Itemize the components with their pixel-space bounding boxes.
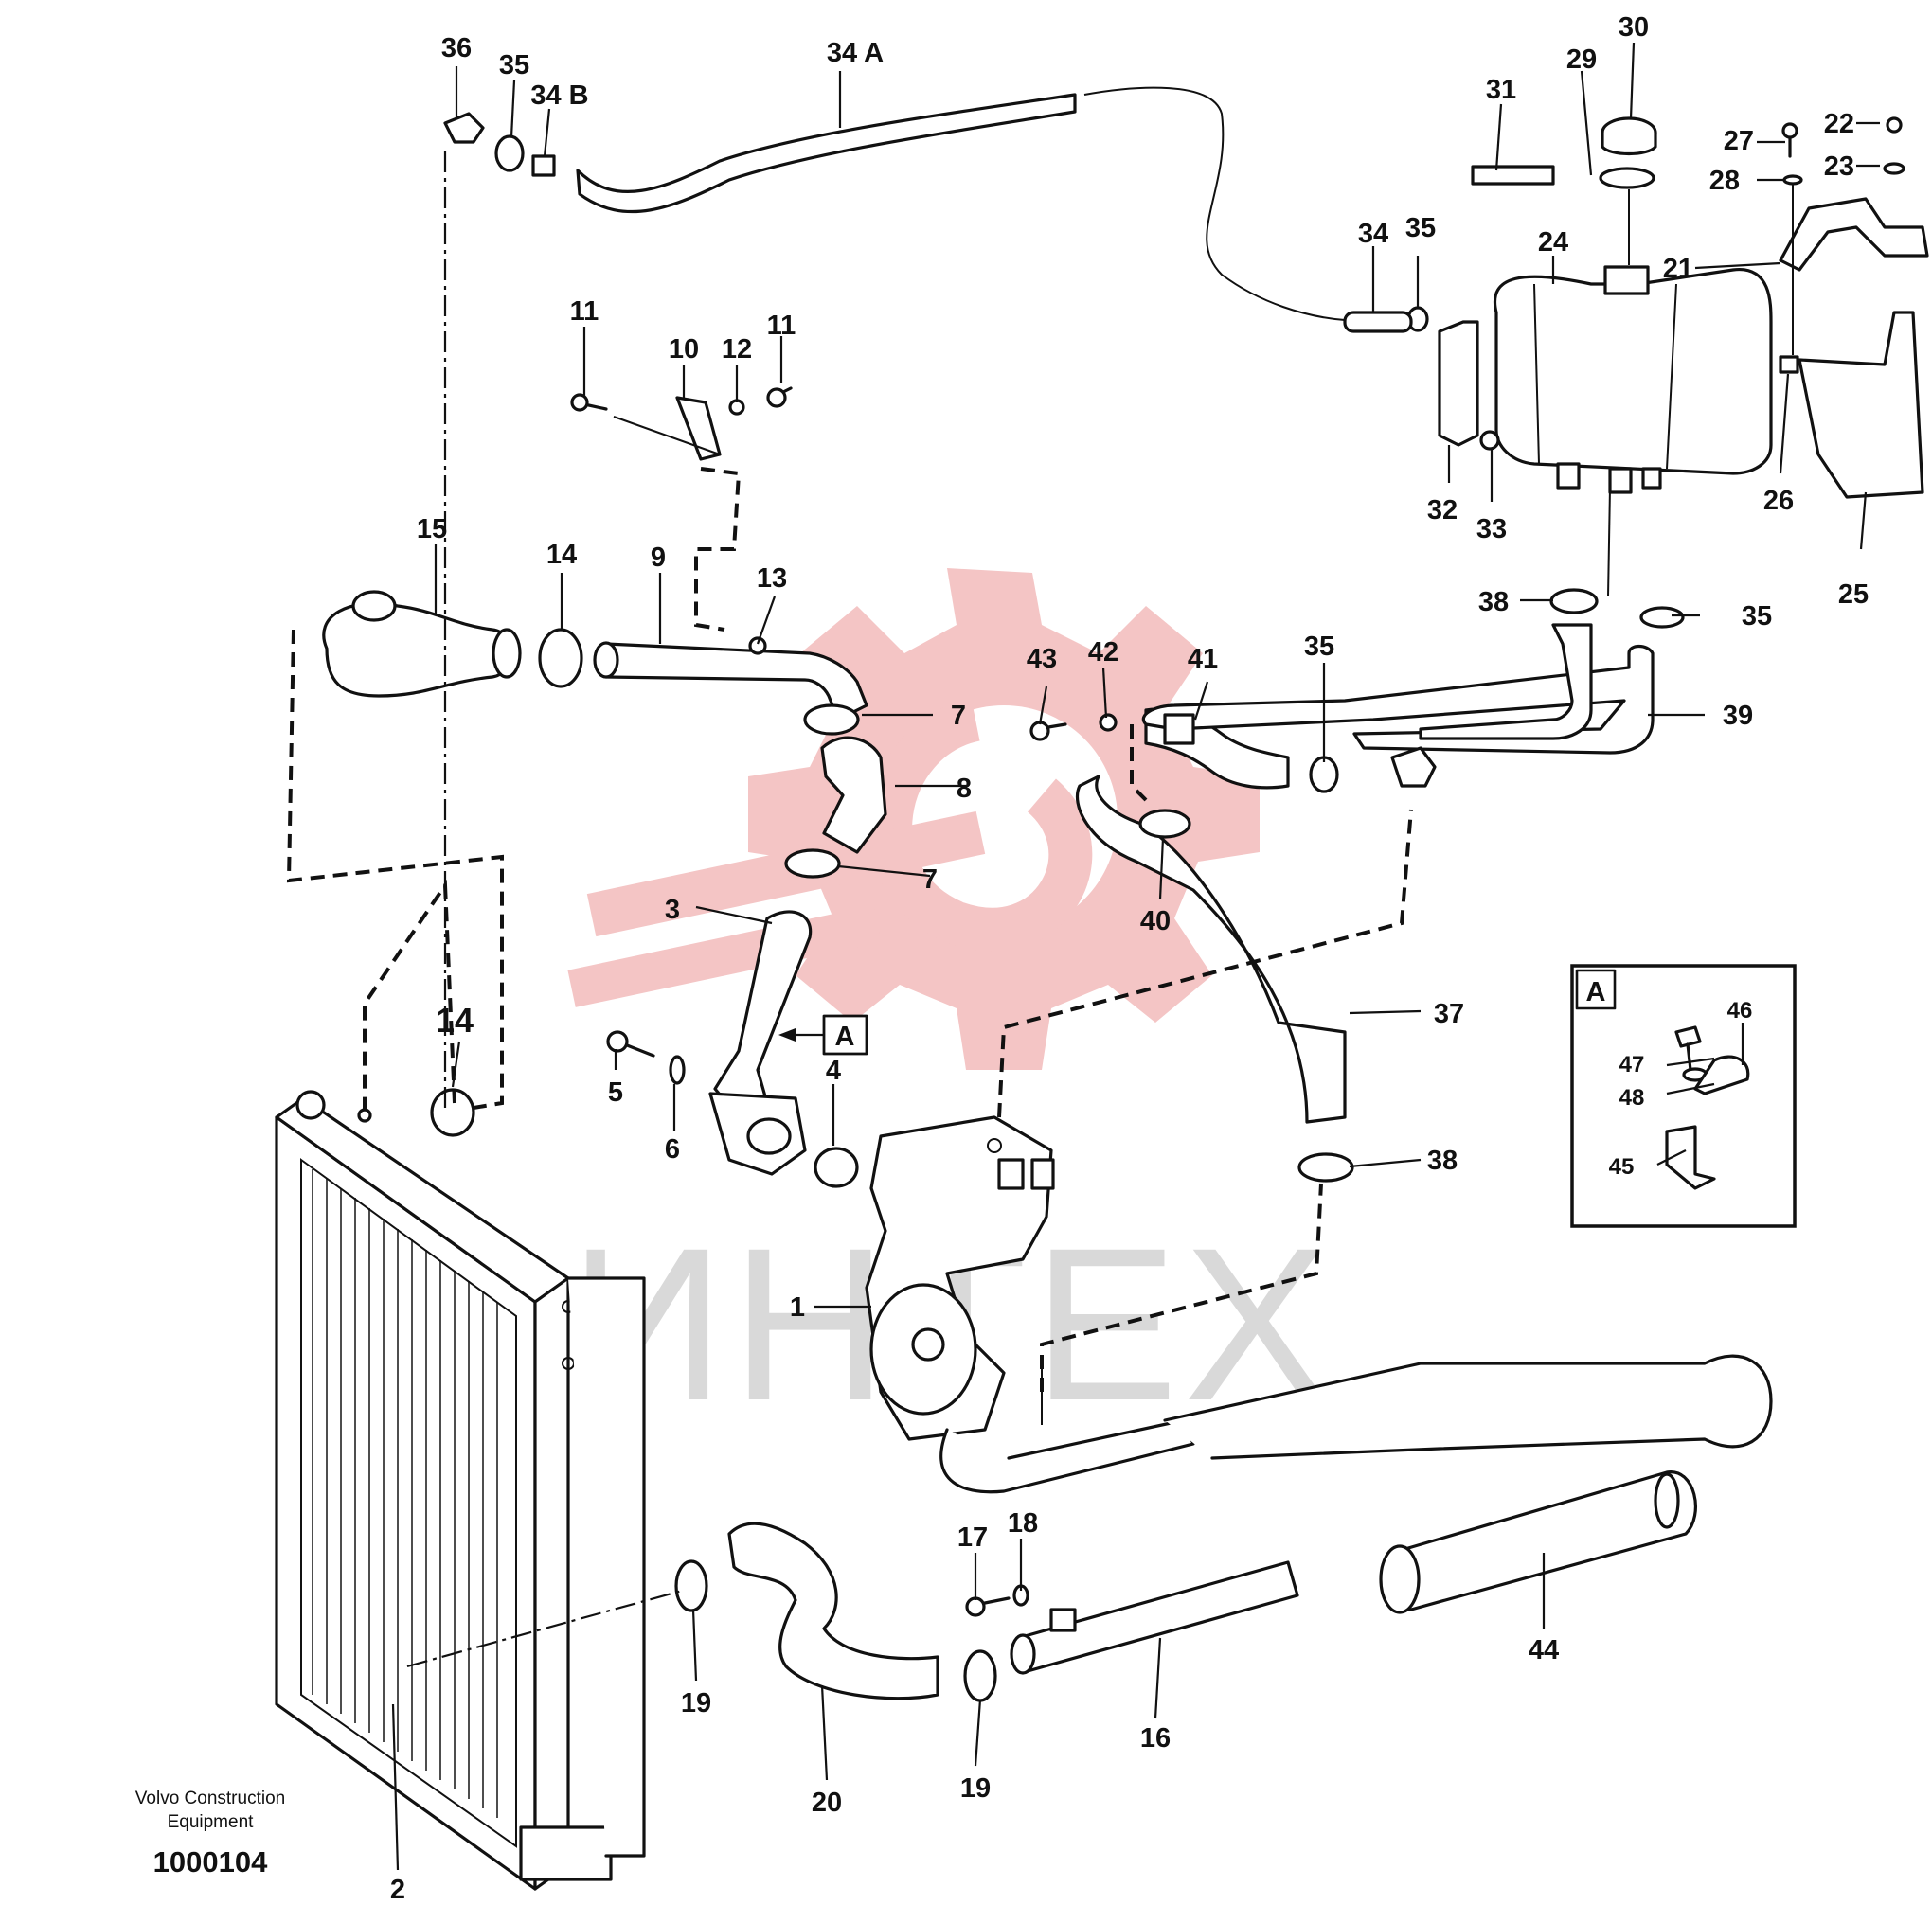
callout-35-c: 35	[1742, 601, 1772, 632]
callout-30: 30	[1619, 12, 1649, 43]
view-arrow-a: A	[778, 1014, 868, 1056]
callout-46: 46	[1727, 998, 1753, 1024]
callout-7-a: 7	[951, 701, 966, 731]
callout-12: 12	[722, 334, 752, 365]
callout-34: 34	[1358, 219, 1388, 249]
callout-11-a: 11	[570, 296, 599, 327]
callout-6: 6	[665, 1134, 680, 1165]
callout-39: 39	[1723, 701, 1753, 731]
callout-33: 33	[1476, 514, 1507, 544]
callout-23: 23	[1824, 151, 1854, 182]
callout-27: 27	[1724, 126, 1754, 156]
callout-48: 48	[1619, 1085, 1645, 1111]
callout-38-a: 38	[1478, 587, 1509, 617]
leader-lines	[391, 42, 1880, 1871]
callout-32: 32	[1427, 495, 1458, 525]
view-arrow-label: A	[835, 1022, 855, 1052]
callout-8: 8	[957, 774, 972, 804]
callout-15: 15	[417, 514, 447, 544]
callout-18: 18	[1008, 1508, 1038, 1539]
callout-20: 20	[812, 1788, 842, 1818]
callout-16: 16	[1140, 1723, 1171, 1754]
callout-34b: 34 B	[530, 80, 588, 111]
callout-47: 47	[1619, 1052, 1645, 1077]
detail-box-label: A	[1586, 977, 1606, 1007]
water-pump	[865, 1115, 1195, 1494]
callout-3: 3	[665, 895, 680, 925]
callout-35-b: 35	[1405, 213, 1436, 243]
callout-22: 22	[1824, 109, 1854, 139]
callout-37: 37	[1434, 999, 1464, 1029]
callout-44: 44	[1529, 1635, 1559, 1665]
callout-26: 26	[1763, 486, 1794, 516]
callout-40: 40	[1140, 906, 1171, 936]
watermark-gear-logo	[567, 568, 1260, 1070]
callout-2: 2	[390, 1875, 405, 1905]
assembly-lines	[286, 151, 1794, 1668]
caption-company-line2: Equipment	[168, 1812, 255, 1832]
callout-9: 9	[651, 543, 666, 573]
callout-35-a: 35	[499, 50, 529, 80]
callout-36: 36	[441, 33, 472, 63]
callout-5: 5	[608, 1077, 623, 1108]
callout-41: 41	[1188, 644, 1218, 674]
part-callouts: 36 35 34 B 34 A 30 29 31 27 22 23 28 34 …	[390, 12, 1869, 1905]
callout-1: 1	[790, 1292, 805, 1323]
caption-document-number: 1000104	[153, 1845, 268, 1878]
callout-11-b: 11	[767, 311, 796, 341]
callout-14-a: 14	[546, 540, 577, 570]
callout-14-b: 14	[436, 1001, 474, 1040]
callout-42: 42	[1088, 637, 1118, 668]
callout-38-b: 38	[1427, 1146, 1458, 1176]
callout-7-b: 7	[922, 864, 938, 895]
small-hardware	[430, 112, 1905, 1702]
callout-19-b: 19	[960, 1773, 991, 1804]
callout-34a: 34 A	[827, 38, 884, 68]
callout-13: 13	[757, 563, 787, 594]
callout-35-d: 35	[1304, 632, 1334, 662]
callout-21: 21	[1663, 254, 1693, 284]
caption-company-line1: Volvo Construction	[135, 1789, 285, 1808]
drawing-caption: Volvo Construction Equipment 1000104	[135, 1789, 285, 1878]
detail-box-a: A	[1570, 964, 1797, 1228]
callout-31: 31	[1486, 75, 1516, 105]
callout-25: 25	[1838, 579, 1869, 610]
callout-10: 10	[669, 334, 699, 365]
callout-28: 28	[1709, 166, 1740, 196]
callout-4: 4	[826, 1056, 841, 1086]
radiator	[275, 1090, 646, 1891]
callout-29: 29	[1566, 45, 1597, 75]
callout-17: 17	[957, 1522, 988, 1553]
callout-19-a: 19	[681, 1688, 711, 1718]
expansion-tank	[1438, 116, 1929, 499]
callout-43: 43	[1027, 644, 1057, 674]
hoses-and-pipes	[322, 86, 1773, 1700]
callout-45: 45	[1609, 1154, 1635, 1180]
callout-24: 24	[1538, 227, 1568, 258]
